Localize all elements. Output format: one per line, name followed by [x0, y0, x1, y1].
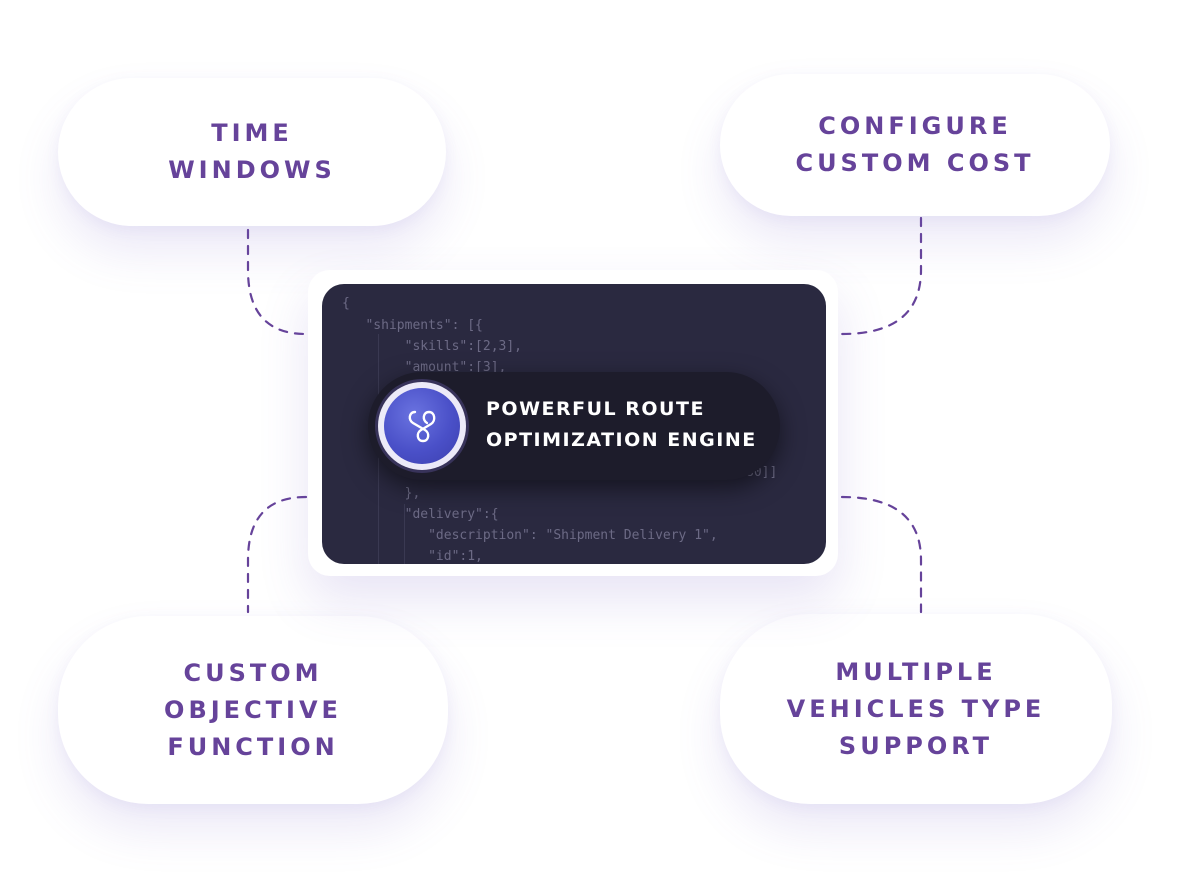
indent-guide — [404, 504, 405, 564]
feature-pill-custom-cost: CONFIGURE CUSTOM COST — [720, 74, 1110, 216]
logo-disc — [384, 388, 460, 464]
connector-top-right — [840, 216, 923, 336]
feature-label-vehicle-types: MULTIPLE VEHICLES TYPE SUPPORT — [786, 657, 1046, 760]
code-line: "description": "Shipment Delivery 1", — [342, 528, 718, 543]
code-line: "id":1, — [342, 549, 483, 564]
connector-bottom-left — [246, 495, 308, 614]
feature-pill-vehicle-types: MULTIPLE VEHICLES TYPE SUPPORT — [720, 614, 1112, 804]
infinity-route-icon — [408, 410, 436, 443]
feature-pill-objective-function: CUSTOM OBJECTIVE FUNCTION — [58, 616, 448, 804]
engine-logo — [378, 382, 466, 470]
code-line: }, — [342, 486, 421, 501]
code-line: { — [342, 296, 350, 311]
connector-bottom-right — [840, 495, 923, 614]
connector-top-left — [246, 228, 308, 336]
feature-label-time-windows: TIME WINDOWS — [168, 119, 336, 184]
feature-label-custom-cost: CONFIGURE CUSTOM COST — [795, 112, 1035, 177]
engine-title: POWERFUL ROUTE OPTIMIZATION ENGINE — [486, 398, 757, 451]
code-line: "shipments": [{ — [342, 318, 483, 333]
feature-pill-time-windows: TIME WINDOWS — [58, 78, 446, 226]
feature-label-objective-function: CUSTOM OBJECTIVE FUNCTION — [164, 658, 342, 761]
code-line: "delivery":{ — [342, 507, 499, 522]
code-line: "amount":[3], — [342, 360, 507, 375]
engine-badge: POWERFUL ROUTE OPTIMIZATION ENGINE — [368, 372, 780, 480]
code-line: "skills":[2,3], — [342, 339, 523, 354]
